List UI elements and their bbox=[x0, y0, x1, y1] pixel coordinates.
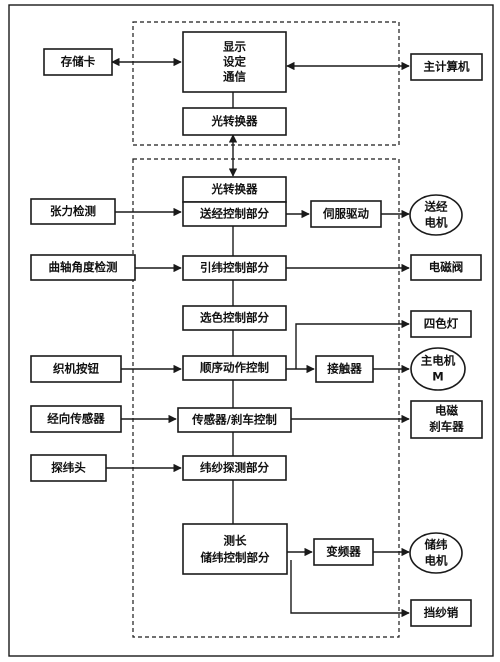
storage-motor-line-2: 电机 bbox=[425, 554, 448, 568]
storage-motor: 储纬 电机 bbox=[409, 532, 463, 574]
optical-converter-top-label: 光转换器 bbox=[211, 114, 258, 128]
outer-frame bbox=[8, 4, 494, 657]
connectors bbox=[106, 57, 410, 618]
let-off-motor: 送经 电机 bbox=[409, 194, 463, 236]
weft-insertion-control-block: 引纬控制部分 bbox=[182, 255, 287, 281]
optical-converter-bottom-label: 光转换器 bbox=[211, 182, 258, 196]
optical-converter-top: 光转换器 bbox=[182, 107, 287, 136]
em-brake-line-2: 刹车器 bbox=[429, 420, 464, 434]
solenoid-valve-block: 电磁阀 bbox=[410, 254, 482, 281]
stop-pin-block: 挡纱销 bbox=[410, 599, 472, 627]
contactor-block: 接触器 bbox=[315, 355, 374, 383]
em-brake-block: 电磁 刹车器 bbox=[410, 400, 483, 439]
crank-angle-block: 曲轴角度检测 bbox=[30, 254, 136, 281]
weft-detection-label: 纬纱探测部分 bbox=[200, 461, 269, 475]
inverter-label: 变频器 bbox=[326, 545, 361, 559]
display-line-1: 显示 bbox=[223, 40, 246, 54]
lower-module-group bbox=[132, 158, 400, 638]
stop-pin-arrow bbox=[290, 560, 410, 618]
main-computer-label: 主计算机 bbox=[424, 60, 470, 74]
sensor-brake-block: 传感器/刹车控制 bbox=[177, 407, 292, 433]
sequence-control-block: 顺序动作控制 bbox=[182, 355, 287, 381]
upper-module-group bbox=[132, 21, 400, 146]
weft-detection-block: 纬纱探测部分 bbox=[182, 455, 287, 481]
weft-probe-label: 探纬头 bbox=[51, 461, 86, 475]
sequence-control-label: 顺序动作控制 bbox=[200, 361, 269, 375]
solenoid-valve-label: 电磁阀 bbox=[429, 260, 464, 274]
main-computer-block: 主计算机 bbox=[410, 53, 483, 81]
warp-sensor-block: 经向传感器 bbox=[30, 405, 122, 433]
weft-insertion-control-label: 引纬控制部分 bbox=[200, 261, 269, 275]
sensor-brake-label: 传感器/刹车控制 bbox=[191, 413, 277, 427]
main-motor-line-2: M bbox=[432, 370, 443, 384]
color-selection-label: 选色控制部分 bbox=[200, 311, 269, 325]
loom-button-label: 织机按钮 bbox=[53, 362, 99, 376]
contactor-label: 接触器 bbox=[327, 362, 362, 376]
length-storage-line-2: 储纬控制部分 bbox=[201, 551, 270, 565]
display-line-2: 设定 bbox=[223, 55, 246, 69]
lamp-arrow bbox=[295, 319, 410, 369]
color-selection-block: 选色控制部分 bbox=[182, 305, 287, 331]
servo-drive-block: 伺服驱动 bbox=[310, 200, 382, 228]
servo-drive-label: 伺服驱动 bbox=[322, 207, 369, 221]
main-motor-line-1: 主电机 bbox=[421, 354, 456, 368]
display-block: 显示 设定 通信 bbox=[182, 31, 287, 93]
weft-probe-block: 探纬头 bbox=[30, 454, 107, 482]
tension-detect-block: 张力检测 bbox=[30, 198, 116, 225]
stop-pin-label: 挡纱销 bbox=[424, 606, 459, 620]
optical-converter-bottom: 光转换器 bbox=[182, 176, 287, 203]
storage-card-label: 存储卡 bbox=[61, 55, 96, 69]
loom-button-block: 织机按钮 bbox=[30, 355, 122, 383]
let-off-motor-line-2: 电机 bbox=[425, 216, 448, 230]
let-off-control-block: 送经控制部分 bbox=[182, 201, 287, 227]
tension-detect-label: 张力检测 bbox=[50, 204, 96, 218]
inverter-block: 变频器 bbox=[313, 538, 374, 566]
storage-card-block: 存储卡 bbox=[43, 48, 113, 76]
em-brake-line-1: 电磁 bbox=[435, 404, 458, 418]
let-off-motor-line-1: 送经 bbox=[424, 200, 448, 214]
four-color-lamp-block: 四色灯 bbox=[410, 310, 472, 338]
main-motor: 主电机 M bbox=[410, 347, 466, 391]
length-storage-line-1: 测长 bbox=[224, 534, 247, 548]
length-storage-block: 测长 储纬控制部分 bbox=[182, 523, 288, 575]
storage-motor-line-1: 储纬 bbox=[425, 538, 448, 552]
crank-angle-label: 曲轴角度检测 bbox=[49, 260, 118, 274]
let-off-control-label: 送经控制部分 bbox=[199, 207, 269, 221]
four-color-lamp-label: 四色灯 bbox=[424, 317, 459, 331]
warp-sensor-label: 经向传感器 bbox=[47, 412, 105, 426]
display-line-3: 通信 bbox=[223, 70, 246, 84]
